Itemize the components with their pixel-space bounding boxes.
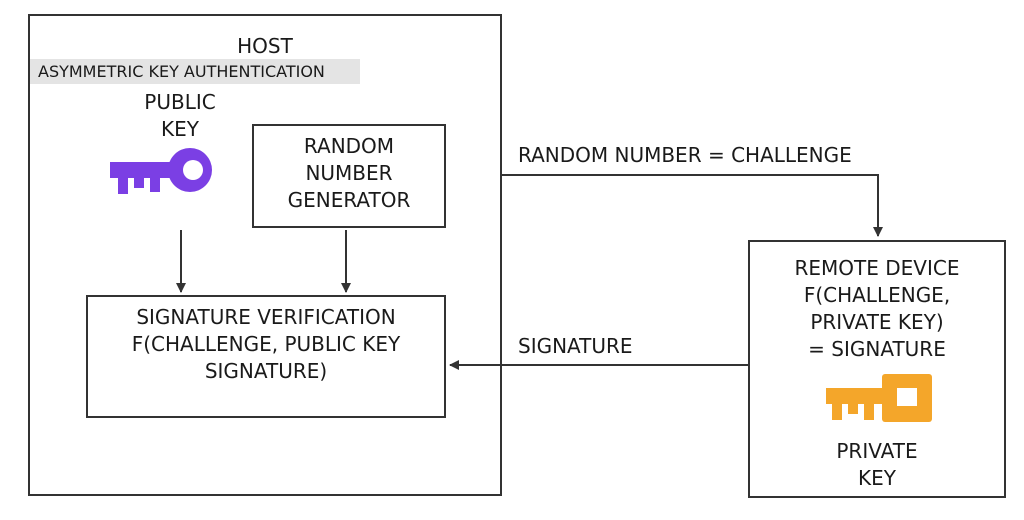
signature-arrow-label: SIGNATURE (518, 334, 633, 358)
rng-label-line: NUMBER (305, 161, 393, 185)
verification-label-line: F(CHALLENGE, PUBLIC KEY (131, 332, 401, 356)
host-title: HOST (237, 34, 293, 58)
signature-verification-label: SIGNATURE VERIFICATION F(CHALLENGE, PUBL… (86, 304, 446, 385)
private-key-label: PRIVATE KEY (812, 438, 942, 492)
private-key-label-line: KEY (858, 466, 896, 490)
random-number-generator-box (252, 124, 446, 228)
public-key-label: PUBLIC KEY (120, 89, 240, 143)
challenge-arrow (502, 174, 883, 237)
challenge-arrow-label: RANDOM NUMBER = CHALLENGE (518, 143, 852, 167)
random-number-generator-label: RANDOM NUMBER GENERATOR (252, 133, 446, 214)
rng-label-line: GENERATOR (287, 188, 411, 212)
public-key-label-line: PUBLIC (144, 90, 216, 114)
host-subtitle: ASYMMETRIC KEY AUTHENTICATION (30, 59, 360, 84)
verification-label-line: SIGNATURE VERIFICATION (136, 305, 396, 329)
public-key-label-line: KEY (161, 117, 199, 141)
remote-label-line: REMOTE DEVICE (794, 256, 960, 280)
rng-label-line: RANDOM (303, 134, 395, 158)
remote-label-line: = SIGNATURE (808, 337, 946, 361)
public-key-icon (110, 148, 212, 194)
signature-verification-box (86, 295, 446, 418)
remote-device-label: REMOTE DEVICE F(CHALLENGE, PRIVATE KEY) … (748, 255, 1006, 363)
verification-label-line: SIGNATURE) (204, 359, 328, 383)
remote-label-line: F(CHALLENGE, (803, 283, 951, 307)
private-key-icon (826, 374, 932, 422)
remote-device-box (748, 240, 1006, 498)
private-key-label-line: PRIVATE (836, 439, 918, 463)
remote-label-line: PRIVATE KEY) (810, 310, 944, 334)
